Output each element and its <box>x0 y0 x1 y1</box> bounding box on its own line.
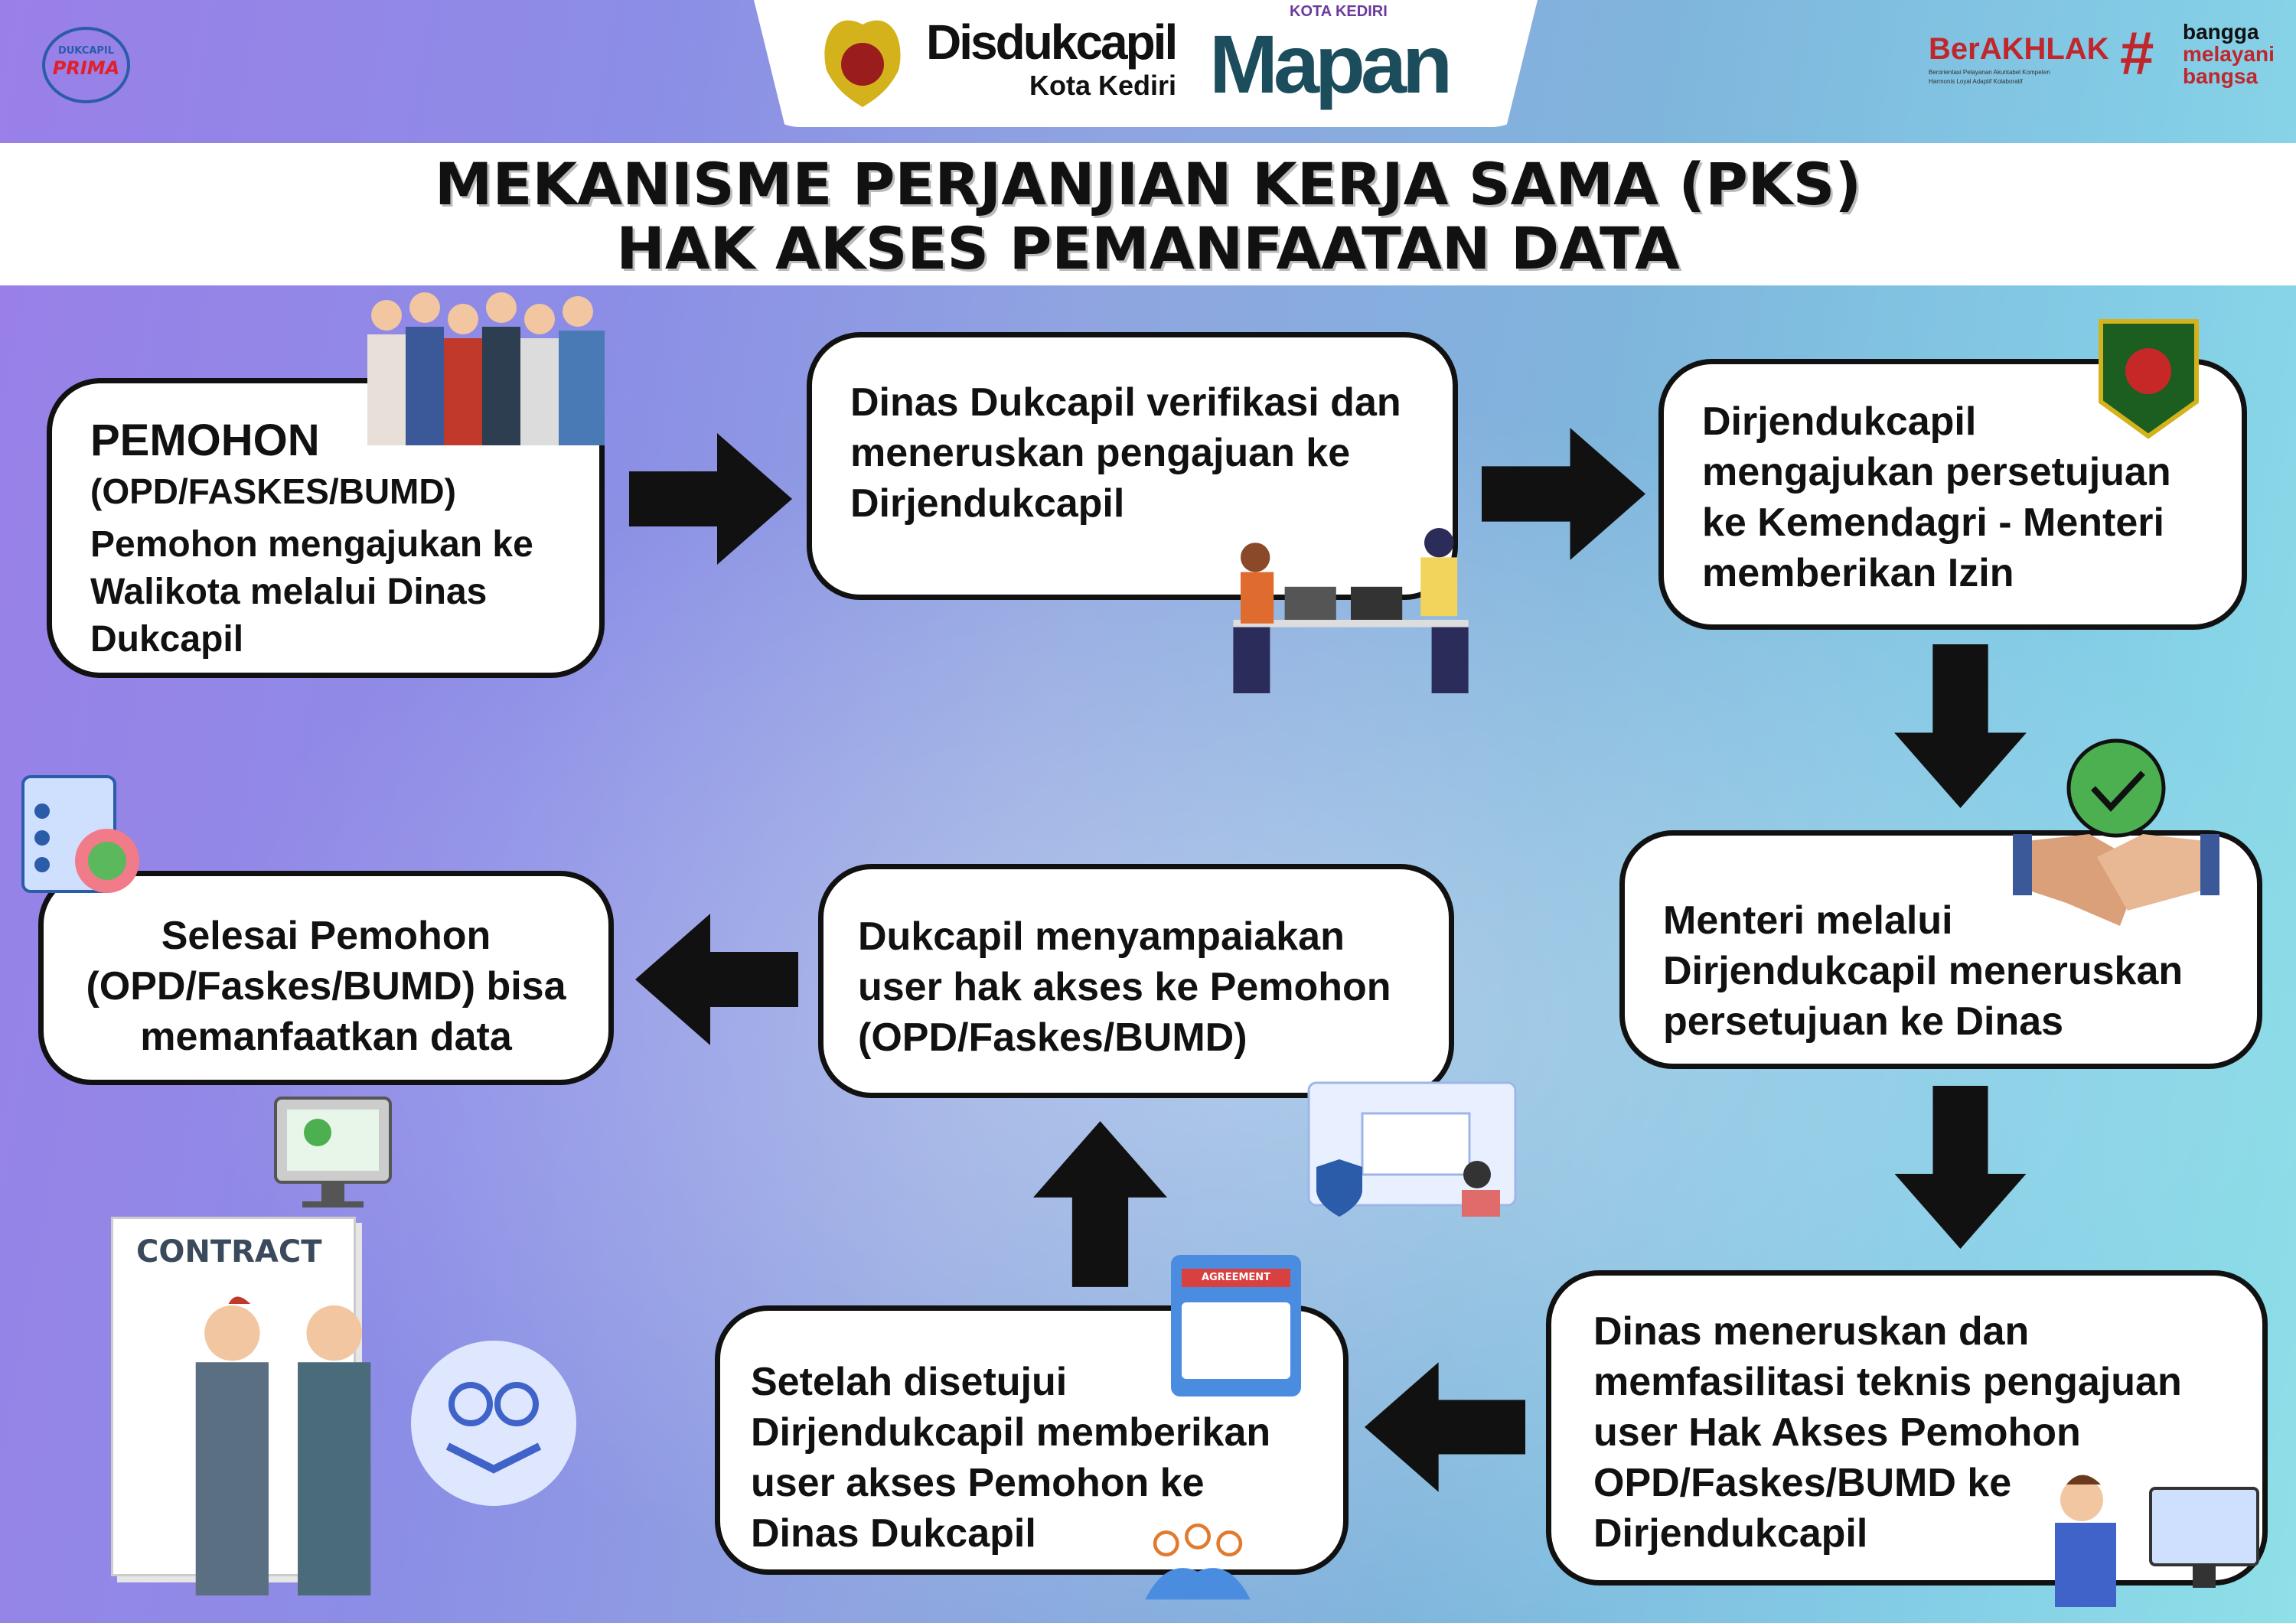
step-3-text: Dirjendukcapil mengajukan persetujuan ke… <box>1702 399 2171 595</box>
office-workers-illustration <box>1233 528 1469 693</box>
businessmen-handshake-illustration <box>195 1296 371 1595</box>
bangga-text: bangga <box>2183 20 2259 44</box>
berakhlak-tagline-2: Harmonis Loyal Adaptif Kolaboratif <box>1929 78 2023 85</box>
hash-icon: # <box>2120 19 2154 87</box>
step-3-box: Dirjendukcapil mengajukan persetujuan ke… <box>1658 359 2247 630</box>
title-band: MEKANISME PERJANJIAN KERJA SAMA (PKS) HA… <box>0 143 2296 285</box>
agreement-label: AGREEMENT <box>1182 1269 1290 1287</box>
step-8-text: Selesai Pemohon (OPD/Faskes/BUMD) bisa m… <box>86 914 566 1059</box>
step-2-box: Dinas Dukcapil verifikasi dan meneruskan… <box>807 332 1458 600</box>
step-5-text: Dinas meneruskan dan memfasilitasi tekni… <box>1593 1309 2182 1556</box>
arrow-right-icon <box>1482 428 1645 560</box>
arrow-left-icon <box>635 914 798 1045</box>
monitor-check-icon <box>274 1097 392 1207</box>
page-title-line-1: MEKANISME PERJANJIAN KERJA SAMA (PKS) <box>434 150 1862 218</box>
step-7-text: Dukcapil menyampaiakan user hak akses ke… <box>858 914 1391 1060</box>
berakhlak-logo-text: BerAKHLAK <box>1929 32 2109 66</box>
step-5-box: Dinas meneruskan dan memfasilitasi tekni… <box>1546 1270 2268 1586</box>
step-8-box: Selesai Pemohon (OPD/Faskes/BUMD) bisa m… <box>38 871 614 1085</box>
step-4-text: Menteri melalui Dirjendukcapil meneruska… <box>1663 898 2183 1044</box>
berakhlak-tagline-1: Berorientasi Pelayanan Akuntabel Kompete… <box>1929 69 2050 76</box>
bangsa-text: bangsa <box>2183 64 2258 88</box>
step-1-heading: PEMOHON <box>90 416 320 465</box>
document-lines <box>1182 1302 1290 1379</box>
handshake-check-illustration <box>2013 738 2219 926</box>
melayani-text: melayani <box>2183 42 2275 66</box>
step-2-text: Dinas Dukcapil verifikasi dan meneruskan… <box>850 380 1401 526</box>
page-title-line-2: HAK AKSES PEMANFAATAN DATA <box>616 214 1680 282</box>
arrow-left-icon <box>1365 1362 1525 1492</box>
header-band: DUKCAPIL PRIMA Disdukcapil Kota Kediri K… <box>0 0 2296 143</box>
partnership-icon <box>411 1341 576 1506</box>
contract-label: CONTRACT <box>136 1234 322 1269</box>
arrow-up-icon <box>1033 1121 1167 1287</box>
agreement-document-illustration: AGREEMENT <box>1171 1255 1301 1396</box>
checklist-clock-illustration <box>21 775 139 893</box>
step-6-text: Setelah disetujui Dirjendukcapil memberi… <box>751 1360 1271 1556</box>
kota-kediri-text: Kota Kediri <box>1029 70 1177 101</box>
step-1-text: Pemohon mengajukan ke Walikota melalui D… <box>90 524 533 660</box>
step-7-box: Dukcapil menyampaiakan user hak akses ke… <box>818 864 1454 1098</box>
step-1-sub: (OPD/FASKES/BUMD) <box>90 471 456 511</box>
arrow-down-icon <box>1894 1086 2027 1249</box>
people-group-illustration <box>367 292 605 445</box>
arrow-down-icon <box>1894 644 2027 808</box>
mapan-logo-text: Mapan <box>1209 18 1453 110</box>
person-at-computer-illustration <box>2055 1475 2259 1607</box>
team-people-icon <box>1145 1523 1251 1600</box>
mapan-small-text: KOTA KEDIRI <box>1290 3 1388 20</box>
disdukcapil-logo-text: Disdukcapil <box>926 15 1178 70</box>
garuda-emblem-icon <box>824 20 901 107</box>
login-security-illustration <box>1307 1081 1517 1217</box>
dukcapil-prima-logo: DUKCAPIL PRIMA <box>42 27 130 103</box>
kemendagri-emblem-icon <box>2099 319 2199 439</box>
arrow-right-icon <box>629 433 792 565</box>
